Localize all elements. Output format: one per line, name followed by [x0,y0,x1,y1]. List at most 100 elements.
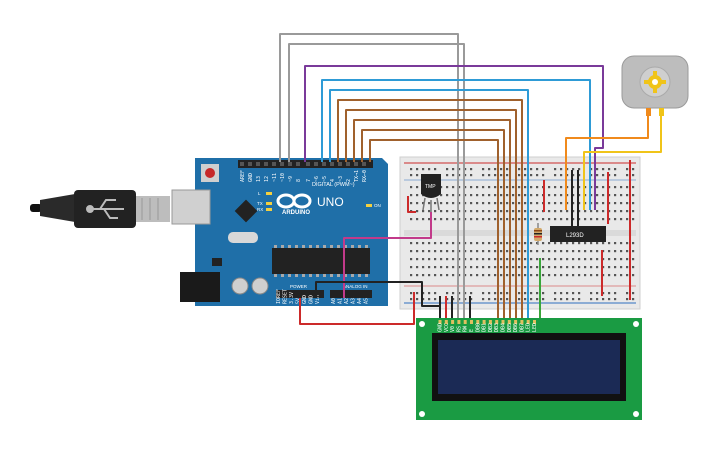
breadboard-hole [428,274,431,277]
breadboard-hole [488,210,491,213]
breadboard-hole [470,250,473,253]
breadboard-hole [476,186,479,189]
wire-blue-1 [321,79,591,210]
breadboard-hole [476,202,479,205]
breadboard-hole [518,266,521,269]
breadboard-hole [446,298,449,301]
breadboard-hole [572,218,575,221]
breadboard-hole [410,298,413,301]
breadboard-hole [482,186,485,189]
breadboard-hole [584,202,587,205]
breadboard-hole [518,242,521,245]
breadboard-hole [602,174,605,177]
breadboard-hole [458,174,461,177]
breadboard-hole [488,298,491,301]
lcd-pin-label: DB4 [501,323,507,332]
breadboard-hole [518,298,521,301]
breadboard-hole [458,194,461,197]
breadboard-hole [626,168,629,171]
breadboard-hole [530,298,533,301]
usb-b-jack [171,189,211,225]
breadboard-hole [554,298,557,301]
breadboard-hole [620,258,623,261]
breadboard-hole [554,242,557,245]
breadboard-hole [626,266,629,269]
breadboard-hole [458,186,461,189]
breadboard-hole [590,242,593,245]
breadboard-hole [416,258,419,261]
breadboard-hole [446,266,449,269]
lcd-pin-label: RS [456,326,462,332]
breadboard-hole [476,250,479,253]
breadboard-hole [554,266,557,269]
breadboard-hole [554,202,557,205]
breadboard-hole [518,292,521,295]
reset-button-cap[interactable] [205,168,215,178]
breadboard-hole [488,266,491,269]
lcd-pin [451,320,455,324]
breadboard-hole [626,292,629,295]
breadboard-hole [428,298,431,301]
breadboard-hole [452,186,455,189]
breadboard-hole [530,168,533,171]
breadboard-hole [458,210,461,213]
breadboard-hole [482,292,485,295]
breadboard-hole [548,210,551,213]
breadboard-hole [590,218,593,221]
lcd-pin [482,320,486,324]
breadboard-hole [554,210,557,213]
breadboard-hole [464,242,467,245]
breadboard-hole [518,202,521,205]
breadboard-hole [458,218,461,221]
breadboard-hole [602,194,605,197]
breadboard-hole [566,242,569,245]
breadboard-hole [584,194,587,197]
breadboard-hole [578,168,581,171]
breadboard-hole [560,194,563,197]
breadboard-hole [524,274,527,277]
breadboard-hole [524,186,527,189]
breadboard-hole [476,258,479,261]
wire-magenta [343,212,432,298]
wire-red-5v [299,292,415,325]
breadboard-hole [506,202,509,205]
breadboard-hole [446,242,449,245]
usb-cable [30,190,170,228]
breadboard-hole [512,194,515,197]
breadboard-hole [500,218,503,221]
breadboard-hole [464,298,467,301]
breadboard-hole [584,274,587,277]
breadboard-hole [464,292,467,295]
analog-pin-label: A0 [331,298,337,304]
breadboard-hole [566,186,569,189]
breadboard-hole [452,202,455,205]
breadboard-hole [458,298,461,301]
breadboard-hole [488,186,491,189]
breadboard-hole [452,174,455,177]
breadboard-hole [560,168,563,171]
breadboard-hole [596,218,599,221]
breadboard-hole [518,168,521,171]
breadboard-hole [440,210,443,213]
breadboard-hole [482,258,485,261]
breadboard-hole [452,258,455,261]
breadboard-hole [572,210,575,213]
breadboard-hole [506,298,509,301]
breadboard-hole [506,186,509,189]
breadboard-hole [470,202,473,205]
breadboard-hole [434,168,437,171]
breadboard-hole [488,258,491,261]
breadboard-hole [410,218,413,221]
breadboard-hole [500,274,503,277]
breadboard-hole [500,266,503,269]
breadboard-hole [584,258,587,261]
breadboard-hole [596,266,599,269]
breadboard-hole [602,186,605,189]
breadboard-hole [446,168,449,171]
breadboard-hole [596,292,599,295]
breadboard-hole [578,186,581,189]
breadboard-hole [578,194,581,197]
breadboard-hole [590,250,593,253]
breadboard-hole [494,274,497,277]
breadboard-hole [572,298,575,301]
